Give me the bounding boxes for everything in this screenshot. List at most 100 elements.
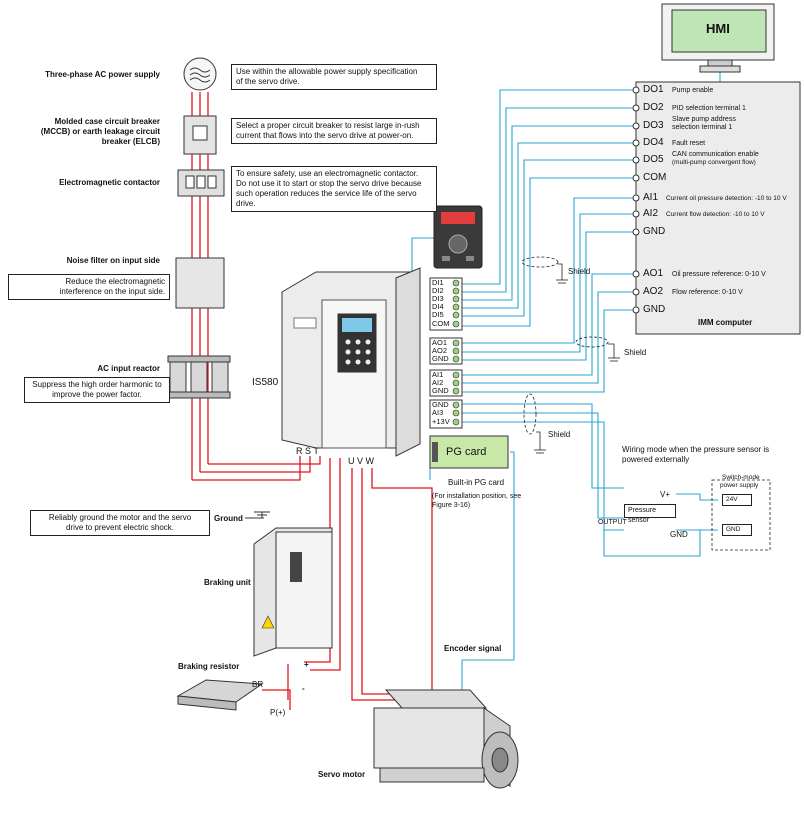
label-servo-motor: Servo motor — [318, 770, 366, 779]
note-ground-line2: drive to prevent electric shock. — [65, 523, 175, 532]
terminal-di4: DI4 — [432, 302, 444, 311]
terminal-ai3: AI3 — [432, 408, 444, 417]
pg-card-label: PG card — [446, 446, 487, 458]
note-contactor: To ensure safety, use an electromagnetic… — [231, 166, 437, 212]
terminal-gnd-3: GND — [432, 400, 449, 409]
imm-desc-do3-b: selection terminal 1 — [672, 124, 733, 131]
terminal-di5: DI5 — [432, 310, 444, 319]
note-filter-line2: interference on the input side. — [59, 287, 165, 296]
terminal-di3: DI3 — [432, 294, 444, 303]
psu-label-1: Switch-mode — [722, 474, 760, 481]
imm-desc-ao1: Oil pressure reference: 0-10 V — [672, 271, 766, 278]
imm-pin-do5: DO5 — [643, 154, 664, 165]
note-filter-line1: Reduce the electromagnetic — [65, 277, 165, 286]
pressure-output: OUTPUT — [598, 519, 627, 526]
label-encoder: Encoder signal — [444, 644, 502, 653]
pg-card — [429, 435, 509, 469]
imm-pin-ai1: AI1 — [643, 192, 659, 203]
imm-desc-do5-b: (multi-pump convergent flow) — [672, 159, 756, 166]
label-power-supply: Three-phase AC power supply — [45, 70, 160, 79]
drive-output-terminals: U V W — [348, 456, 374, 466]
note-power-line2: of the servo drive. — [236, 77, 300, 86]
pg-note-1: (For installation position, see — [432, 493, 522, 500]
label-contactor: Electromagnetic contactor — [59, 178, 160, 187]
drive-input-terminals: R S T — [296, 446, 319, 456]
label-mccb-1: Molded case circuit breaker — [54, 117, 160, 126]
mccb-symbol — [183, 115, 217, 155]
note-contactor-line3: such operation reduces the service life … — [236, 189, 417, 198]
label-p-plus: P(+) — [270, 708, 286, 717]
imm-desc-ai1: Current oil pressure detection: -10 to 1… — [666, 195, 787, 202]
label-noise-filter: Noise filter on input side — [66, 256, 160, 265]
label-ground: Ground — [214, 514, 243, 523]
psu-gnd: GND — [722, 524, 752, 536]
pressure-mode-2: powered externally — [622, 455, 690, 464]
note-contactor-line2: Do not use it to start or stop the servo… — [236, 179, 422, 188]
servo-drive — [281, 267, 421, 457]
note-power-line1: Use within the allowable power supply sp… — [236, 67, 418, 76]
psu-24v: 24V — [722, 494, 752, 506]
label-mccb-3: breaker (ELCB) — [101, 137, 160, 146]
imm-pin-com: COM — [643, 172, 667, 183]
noise-filter-symbol — [175, 257, 225, 309]
braking-unit-symbol — [253, 527, 333, 657]
note-noise-filter: Reduce the electromagnetic interference … — [8, 274, 170, 300]
imm-desc-do5-a: CAN communication enable — [672, 151, 759, 158]
servo-motor-symbol — [373, 689, 519, 789]
imm-desc-ao2: Flow reference: 0-10 V — [672, 289, 743, 296]
contactor-symbol — [177, 169, 225, 197]
operation-keypad — [433, 205, 483, 269]
terminal-com: COM — [432, 319, 450, 328]
imm-pin-gnd-1: GND — [643, 226, 666, 237]
imm-pin-do2: DO2 — [643, 102, 664, 113]
label-minus: - — [302, 684, 305, 693]
imm-title: IMM computer — [698, 318, 753, 327]
imm-pin-ao1: AO1 — [643, 268, 664, 279]
pressure-mode-1: Wiring mode when the pressure sensor is — [622, 445, 770, 454]
note-reactor: Suppress the high order harmonic to impr… — [24, 377, 170, 403]
psu-label-2: power supply — [720, 482, 759, 489]
label-reactor: AC input reactor — [97, 364, 160, 373]
terminal-ao1: AO1 — [432, 338, 448, 347]
imm-box — [635, 81, 801, 335]
imm-pin-do3: DO3 — [643, 120, 664, 131]
terminal-di1: DI1 — [432, 278, 444, 287]
terminal-ai2: AI2 — [432, 378, 444, 387]
pressure-vplus: V+ — [660, 490, 671, 499]
shield-label-1: Shield — [568, 267, 591, 276]
hmi-label: HMI — [706, 21, 730, 36]
terminal-gnd-2: GND — [432, 386, 449, 395]
pressure-gnd: GND — [670, 530, 688, 539]
imm-desc-do3-a: Slave pump address — [672, 116, 736, 123]
shield-ellipses — [521, 256, 771, 551]
shield-grounds — [534, 263, 620, 454]
note-ground-line1: Reliably ground the motor and the servo — [48, 513, 192, 522]
terminal-ao2: AO2 — [432, 346, 448, 355]
terminal-13v: +13V — [432, 417, 450, 426]
imm-pin-circles — [632, 86, 640, 314]
label-braking-resistor: Braking resistor — [178, 662, 240, 671]
note-reactor-line2: improve the power factor. — [52, 390, 142, 399]
shield-label-2: Shield — [624, 348, 647, 357]
label-braking-unit: Braking unit — [204, 578, 251, 587]
drive-model: IS580 — [252, 377, 279, 388]
imm-desc-do1: Pump enable — [672, 87, 714, 94]
note-contactor-line4: drive. — [236, 199, 256, 208]
label-plus: + — [304, 660, 309, 669]
imm-pin-do1: DO1 — [643, 84, 664, 95]
braking-resistor-symbol — [176, 679, 264, 711]
label-br: BR — [252, 680, 264, 689]
pg-card-caption: Built-in PG card — [448, 478, 505, 487]
label-mccb-2: (MCCB) or earth leakage circuit — [40, 127, 160, 136]
terminal-di2: DI2 — [432, 286, 444, 295]
imm-pin-ao2: AO2 — [643, 286, 664, 297]
shield-label-3: Shield — [548, 430, 571, 439]
ground-symbol — [245, 511, 270, 519]
terminal-gnd-1: GND — [432, 354, 449, 363]
hmi-monitor — [661, 3, 775, 73]
note-mccb: Select a proper circuit breaker to resis… — [231, 118, 437, 144]
pressure-sensor-box: Pressure sensor — [624, 504, 676, 524]
note-contactor-line1: To ensure safety, use an electromagnetic… — [236, 169, 419, 178]
